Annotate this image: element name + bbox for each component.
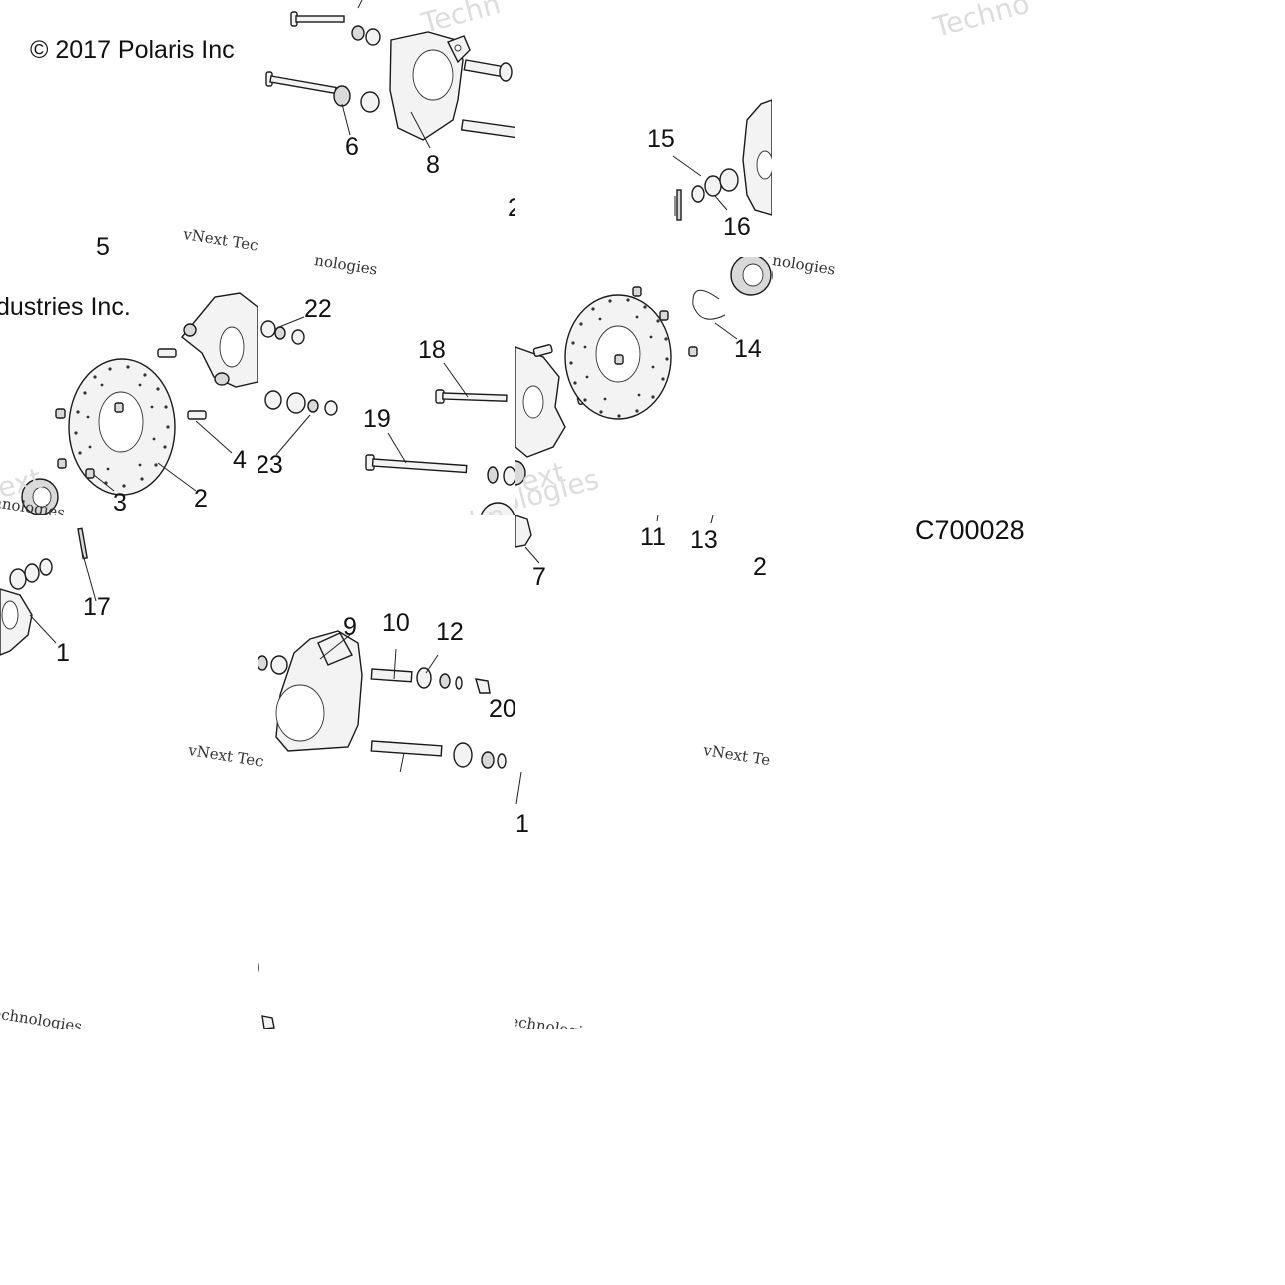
callout-9: 9 xyxy=(343,613,357,641)
copyright-text-mid: dustries Inc. xyxy=(0,293,131,321)
upright-drawing-top xyxy=(265,0,515,149)
callout-16: 16 xyxy=(723,213,751,241)
callout-15: 15 xyxy=(647,125,675,153)
callout-6: 6 xyxy=(345,133,359,161)
callout-19: 19 xyxy=(363,405,391,433)
brake-disc-2 xyxy=(68,358,176,496)
callout-8: 8 xyxy=(426,151,440,179)
drawing-code: C700028 xyxy=(915,515,1025,545)
callout-7: 7 xyxy=(532,563,546,591)
hub-drawing-top xyxy=(672,99,772,221)
bearing-right xyxy=(730,257,772,296)
callout-23: 23 xyxy=(258,451,283,479)
callout-0-cut: ) xyxy=(258,952,260,981)
callout-4: 4 xyxy=(233,446,247,474)
tile-lower-left: 17 1 vNext Tec xyxy=(0,515,258,772)
lower-left-drawing xyxy=(0,527,97,656)
watermark-echnologies-bottom-left: echnologies xyxy=(0,1004,84,1029)
tile-lower-far-right: C700028 xyxy=(772,515,1029,772)
upright-body-9 xyxy=(275,630,363,752)
tile-bottom-left: echnologies xyxy=(0,772,258,1029)
tile-top-middle: Techn 6 8 2 xyxy=(258,0,515,257)
bolts-drawing-mid xyxy=(260,316,515,515)
callout-22: 22 xyxy=(304,295,332,323)
bottom-fragment-drawing xyxy=(261,1015,275,1029)
brake-disc-right-drawing xyxy=(515,257,772,486)
callout-1: 1 xyxy=(56,639,70,667)
tile-bottom-mid-right: 1 echnologies xyxy=(515,772,772,1029)
callout-10: 10 xyxy=(382,609,410,637)
tile-mid-left: dustries Inc. 4 2 3 ext hnologies xyxy=(0,257,258,515)
callout-3: 3 xyxy=(113,489,127,515)
tile-lower-center: 9 10 12 20 vNe vNext Tec xyxy=(258,515,515,772)
tile-top-left: © 2017 Polaris Inc 5 vNext Tec xyxy=(0,0,258,257)
brake-disc-left-drawing xyxy=(21,292,258,515)
tile-top-hub: 15 16 xyxy=(515,0,772,257)
callout-12: 12 xyxy=(436,618,464,646)
bolt-18 xyxy=(435,389,508,404)
bottom-mid-right-drawing xyxy=(515,772,522,805)
copyright-text-top: © 2017 Polaris Inc xyxy=(30,36,235,64)
tile-lower-mid-right: 7 11 13 2 vNext Te xyxy=(515,515,772,772)
lower-mid-right-drawing xyxy=(515,515,714,564)
callout-17: 17 xyxy=(83,593,111,621)
callout-18: 18 xyxy=(418,336,446,364)
callout-20: 20 xyxy=(489,695,515,723)
callout-21-cut: 2 xyxy=(753,553,767,581)
upright-body-8 xyxy=(389,31,471,141)
bolt-upper xyxy=(290,11,345,27)
callout-5: 5 xyxy=(96,233,110,257)
tile-top-right: Technol xyxy=(772,0,1029,257)
callout-14: 14 xyxy=(734,335,762,363)
watermark-technol: Technol xyxy=(930,0,1029,44)
tile-mid-center: 22 18 19 23 nologies Techn xyxy=(258,257,515,515)
callout-2-cut: 2 xyxy=(508,194,515,222)
watermark-vnext-short-a: vNext Tec xyxy=(182,225,258,255)
tile-mid-right: vNext Technologies 14 Technologies ext xyxy=(515,257,772,515)
callout-1-cut: 1 xyxy=(515,810,529,838)
bolt-19 xyxy=(365,454,468,474)
bolt-lower xyxy=(265,71,337,95)
callout-11: 11 xyxy=(640,523,666,551)
bearing-edge xyxy=(772,269,773,281)
callout-2: 2 xyxy=(194,485,208,513)
callout-13: 13 xyxy=(690,526,718,554)
upright-drawing-lower xyxy=(258,630,507,772)
tile-mid-far-right: nologies xyxy=(772,257,1029,515)
tile-bottom-center: ) xyxy=(258,772,515,1029)
